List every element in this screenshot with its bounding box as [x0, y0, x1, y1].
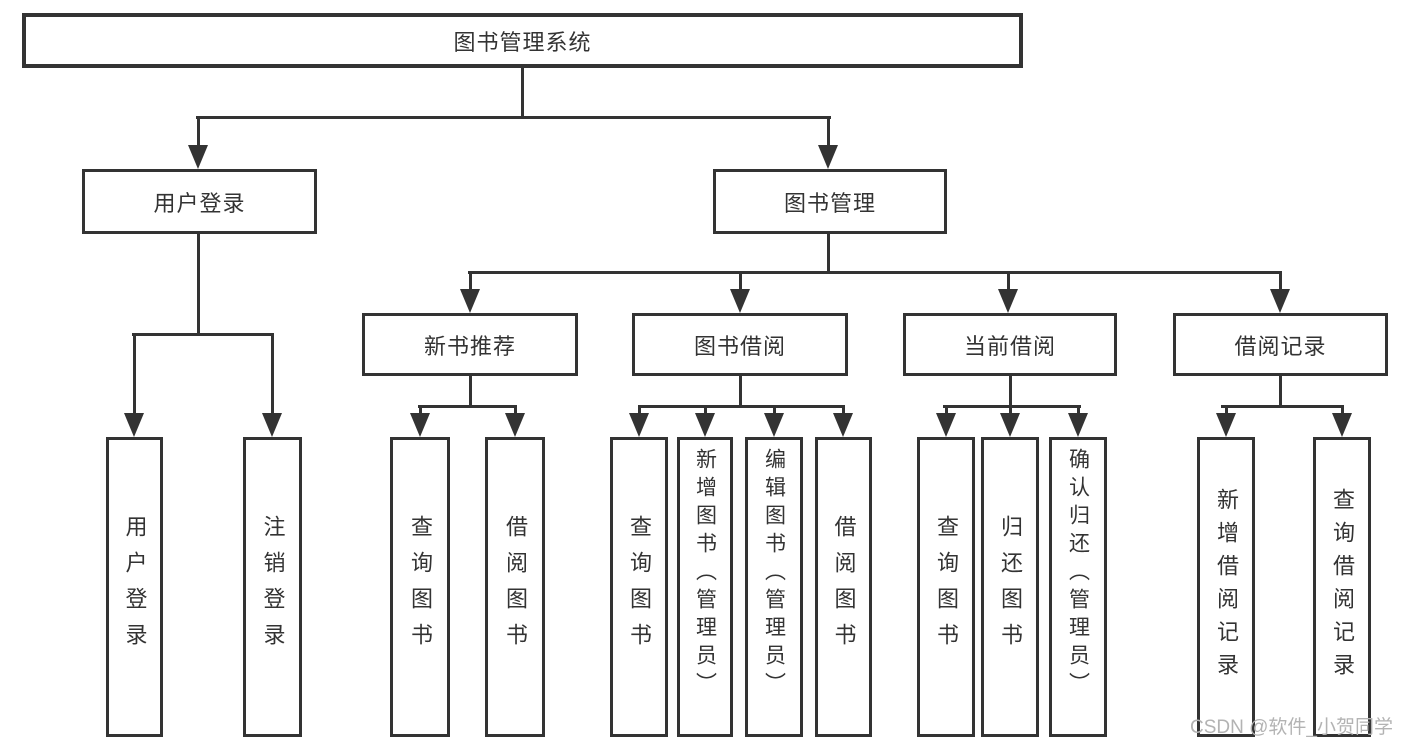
arrow-down-icon	[1216, 413, 1236, 437]
connector-line	[827, 118, 830, 150]
connector-line	[469, 376, 472, 407]
connector-line	[197, 234, 200, 336]
leaf-query-borrow-record: 查询借阅记录	[1313, 437, 1371, 737]
node-book-borrowing: 图书借阅	[632, 313, 848, 376]
arrow-down-icon	[936, 413, 956, 437]
leaf-label: 用户登录	[122, 515, 148, 659]
leaf-user-login: 用户登录	[106, 437, 163, 737]
connector-line	[418, 405, 517, 408]
node-borrowing-records: 借阅记录	[1173, 313, 1388, 376]
node-label: 图书管理系统	[453, 29, 592, 55]
arrow-down-icon	[188, 145, 208, 169]
node-current-borrowing: 当前借阅	[903, 313, 1117, 376]
connector-line	[739, 376, 742, 407]
connector-line	[827, 234, 830, 274]
connector-line	[739, 273, 742, 293]
connector-line	[704, 407, 707, 417]
connector-line	[1007, 273, 1010, 293]
connector-line	[943, 405, 1081, 408]
leaf-confirm-return-admin: 确认归还（管理员）	[1049, 437, 1107, 737]
arrow-down-icon	[730, 289, 750, 313]
connector-line	[1225, 407, 1228, 417]
leaf-label: 查询图书	[408, 515, 433, 659]
leaf-add-books-admin: 新增图书（管理员）	[677, 437, 733, 737]
leaf-label: 借阅图书	[831, 515, 857, 659]
leaf-edit-books-admin: 编辑图书（管理员）	[745, 437, 803, 737]
connector-line	[1279, 273, 1282, 293]
arrow-down-icon	[262, 413, 282, 437]
connector-line	[419, 407, 422, 417]
connector-line	[1279, 376, 1282, 407]
arrow-down-icon	[410, 413, 430, 437]
connector-line	[1341, 407, 1344, 417]
connector-line	[1009, 407, 1012, 417]
node-new-book-recommendation: 新书推荐	[362, 313, 578, 376]
node-label: 图书管理	[783, 190, 876, 216]
arrow-down-icon	[818, 145, 838, 169]
connector-line	[638, 405, 845, 408]
node-label: 借阅记录	[1234, 333, 1327, 359]
arrow-down-icon	[1068, 413, 1088, 437]
node-label: 当前借阅	[963, 333, 1056, 359]
connector-line	[521, 68, 524, 119]
node-label: 新书推荐	[423, 333, 516, 359]
connector-line	[271, 335, 274, 415]
leaf-label: 编辑图书（管理员）	[762, 448, 786, 700]
connector-line	[945, 407, 948, 417]
node-user-login: 用户登录	[82, 169, 317, 234]
leaf-logout: 注销登录	[243, 437, 302, 737]
arrow-down-icon	[833, 413, 853, 437]
arrow-down-icon	[1000, 413, 1020, 437]
arrow-down-icon	[1270, 289, 1290, 313]
connector-line	[1077, 407, 1080, 417]
leaf-label: 查询图书	[627, 515, 652, 659]
arrow-down-icon	[629, 413, 649, 437]
leaf-borrow-books: 借阅图书	[815, 437, 872, 737]
leaf-label: 确认归还（管理员）	[1066, 448, 1090, 700]
arrow-down-icon	[998, 289, 1018, 313]
arrow-down-icon	[460, 289, 480, 313]
node-book-management: 图书管理	[713, 169, 947, 234]
leaf-label: 查询借阅记录	[1330, 488, 1355, 686]
arrow-down-icon	[124, 413, 144, 437]
leaf-label: 查询图书	[934, 515, 959, 659]
connector-line	[197, 118, 200, 150]
csdn-watermark: CSDN @软件_小贺同学	[1190, 717, 1393, 738]
connector-line	[773, 407, 776, 417]
connector-line	[514, 407, 517, 417]
arrow-down-icon	[695, 413, 715, 437]
connector-line	[468, 271, 1282, 274]
connector-line	[469, 273, 472, 293]
leaf-return-books: 归还图书	[981, 437, 1039, 737]
leaf-add-borrow-record: 新增借阅记录	[1197, 437, 1255, 737]
arrow-down-icon	[764, 413, 784, 437]
connector-line	[133, 335, 136, 415]
node-label: 图书借阅	[693, 333, 786, 359]
leaf-label: 新增借阅记录	[1214, 488, 1239, 686]
arrow-down-icon	[1332, 413, 1352, 437]
node-library-management-system: 图书管理系统	[22, 13, 1023, 68]
leaf-borrow-books-recommend: 借阅图书	[485, 437, 545, 737]
leaf-label: 注销登录	[260, 515, 286, 659]
leaf-label: 借阅图书	[503, 515, 528, 659]
connector-line	[842, 407, 845, 417]
arrow-down-icon	[505, 413, 525, 437]
node-label: 用户登录	[153, 190, 246, 216]
leaf-label: 新增图书（管理员）	[693, 448, 717, 700]
connector-line	[638, 407, 641, 417]
connector-line	[196, 116, 831, 119]
leaf-label: 归还图书	[998, 515, 1023, 659]
leaf-query-books-recommend: 查询图书	[390, 437, 450, 737]
leaf-query-books-borrowing: 查询图书	[610, 437, 668, 737]
connector-line	[1221, 405, 1344, 408]
leaf-query-books-current: 查询图书	[917, 437, 975, 737]
connector-line	[1009, 376, 1012, 407]
connector-line	[132, 333, 274, 336]
